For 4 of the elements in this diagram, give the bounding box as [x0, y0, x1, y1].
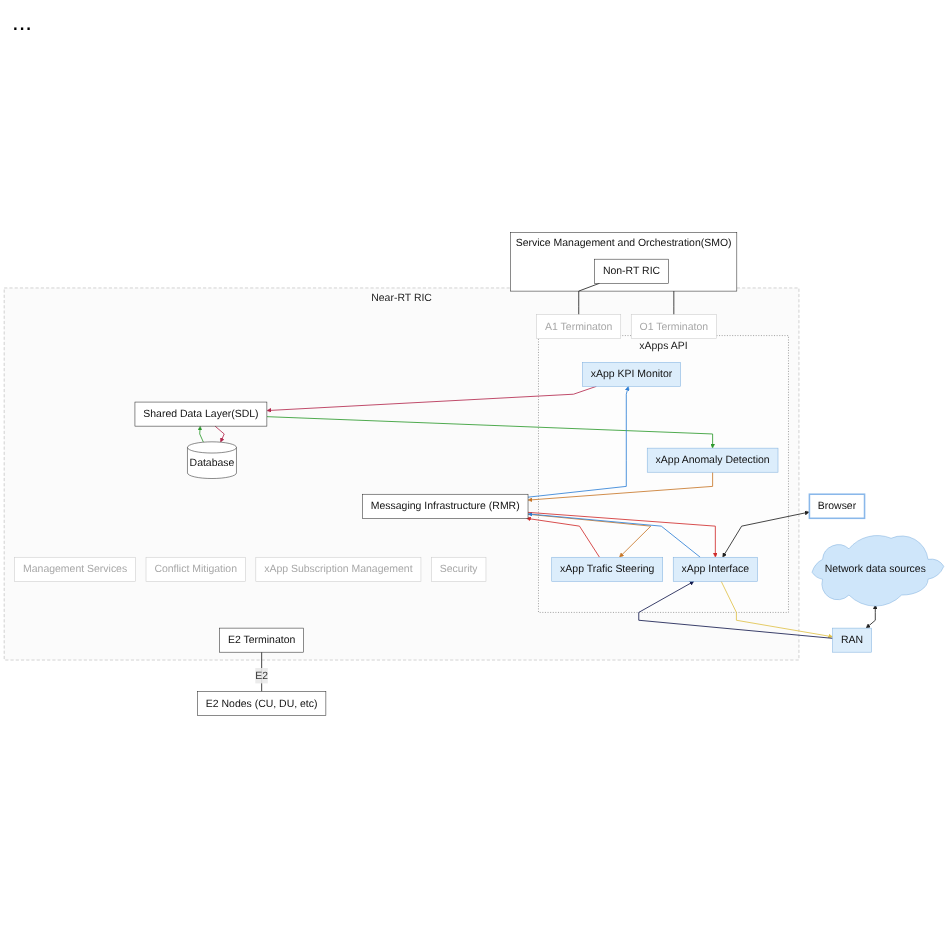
connector [673, 290, 675, 316]
ellipsis-text: ... [12, 8, 33, 36]
connector [261, 651, 263, 692]
connector [578, 282, 600, 316]
